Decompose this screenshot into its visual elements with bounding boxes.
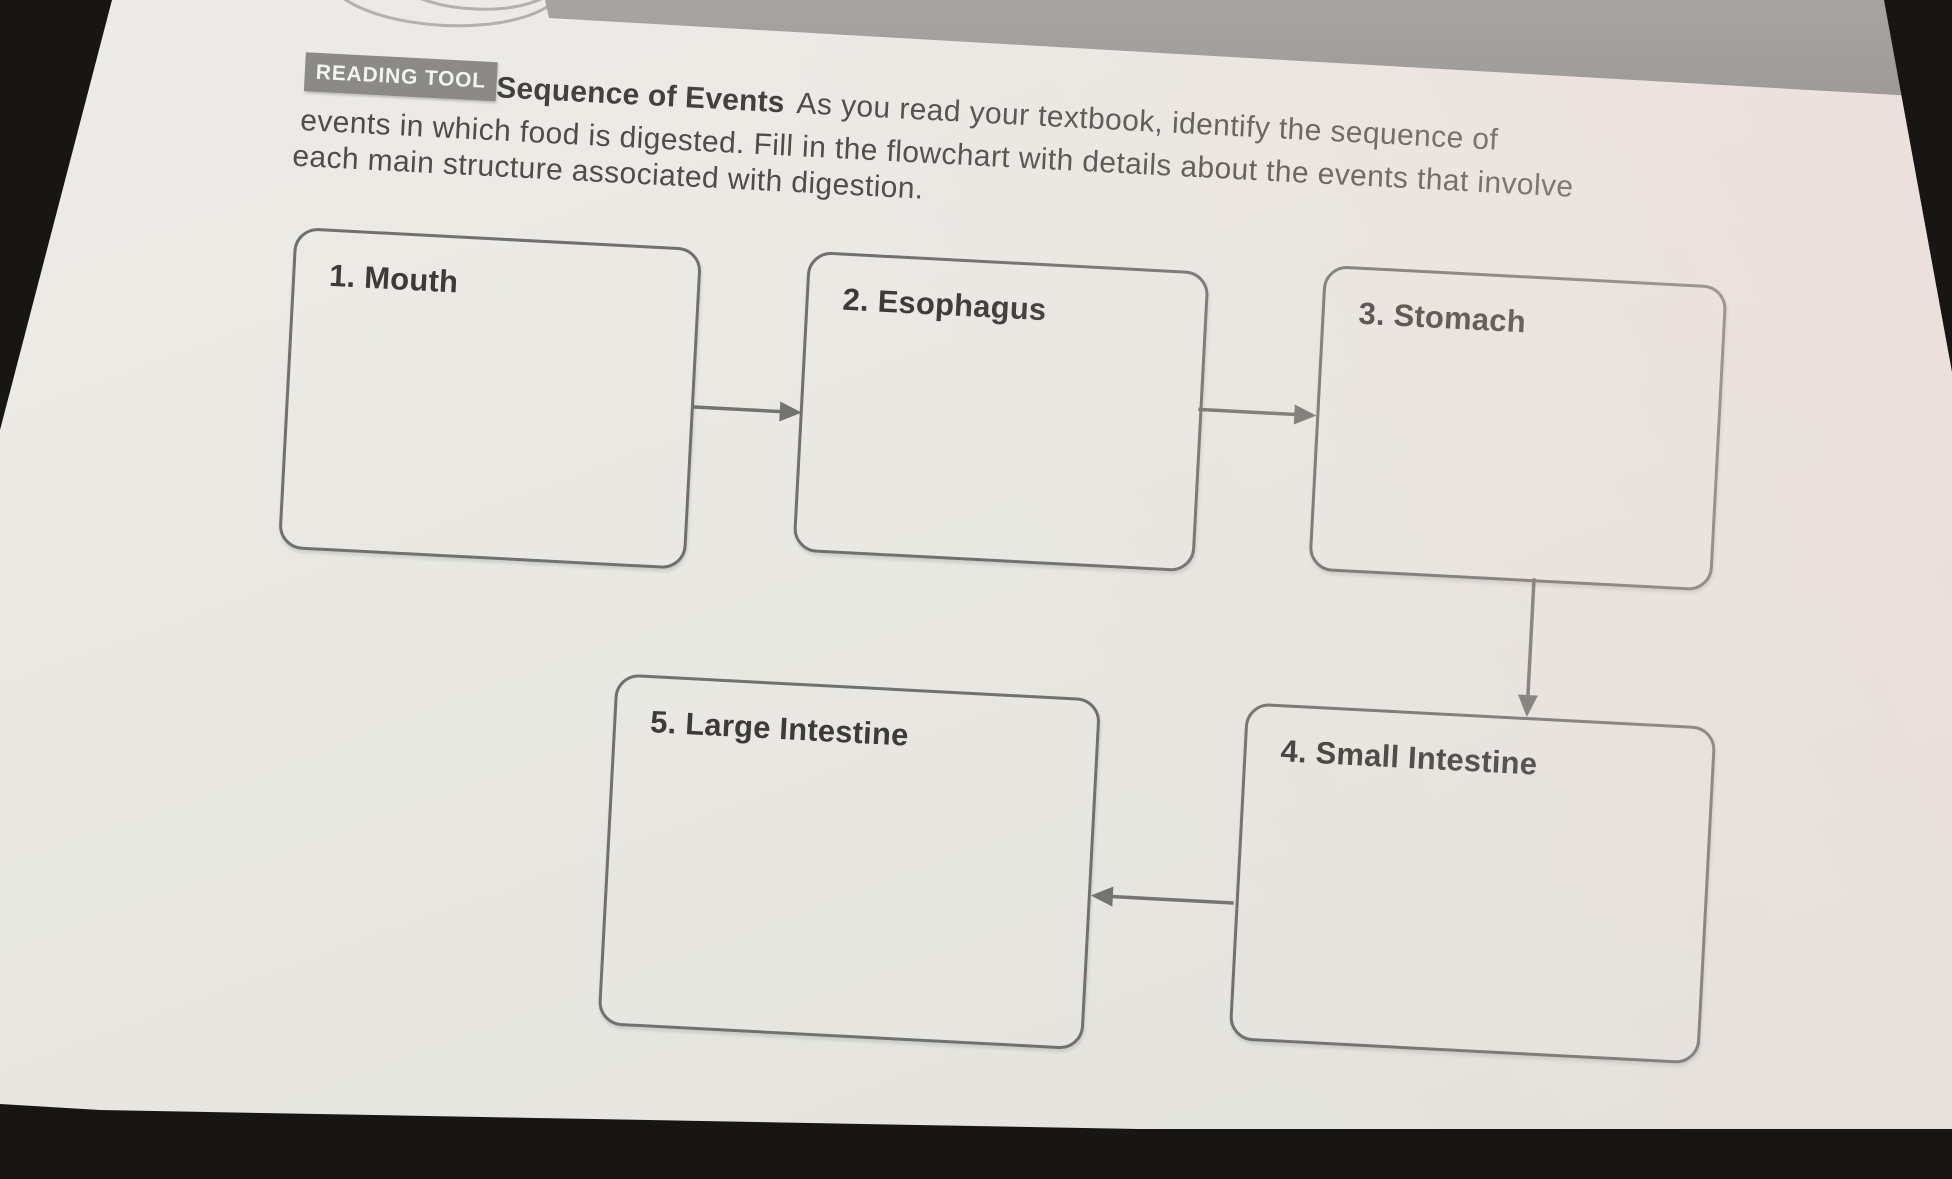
arrow-esophagus-to-stomach <box>1198 404 1317 425</box>
fill-in-area-stomach <box>1332 339 1701 571</box>
flow-box-small-intestine: 4. Small Intestine <box>1228 702 1717 1065</box>
arrow-mouth-to-esophagus <box>691 401 802 422</box>
fill-in-area-large-intestine <box>621 747 1074 1030</box>
flow-box-esophagus: 2. Esophagus <box>792 250 1210 573</box>
arrow-stomach-to-small-intestine <box>1517 578 1538 718</box>
flow-box-mouth-label: 1. Mouth <box>328 257 460 300</box>
flow-box-stomach: 3. Stomach <box>1308 264 1728 592</box>
arrow-small-intestine-to-large-intestine <box>1090 886 1234 907</box>
flow-box-mouth: 1. Mouth <box>277 226 703 570</box>
fill-in-area-esophagus <box>816 325 1182 552</box>
flow-box-small-intestine-label: 4. Small Intestine <box>1279 733 1539 782</box>
fill-in-area-small-intestine <box>1252 776 1689 1044</box>
flow-box-large-intestine: 5. Large Intestine <box>597 673 1102 1051</box>
page-top-stamp-arcs <box>325 0 565 28</box>
flow-box-esophagus-label: 2. Esophagus <box>841 281 1048 328</box>
flow-box-stomach-label: 3. Stomach <box>1357 295 1527 340</box>
fill-in-area-mouth <box>302 301 676 550</box>
flow-box-large-intestine-label: 5. Large Intestine <box>649 704 910 753</box>
photographed-worksheet: { "header": { "badge_label": "READING TO… <box>0 0 1952 1129</box>
